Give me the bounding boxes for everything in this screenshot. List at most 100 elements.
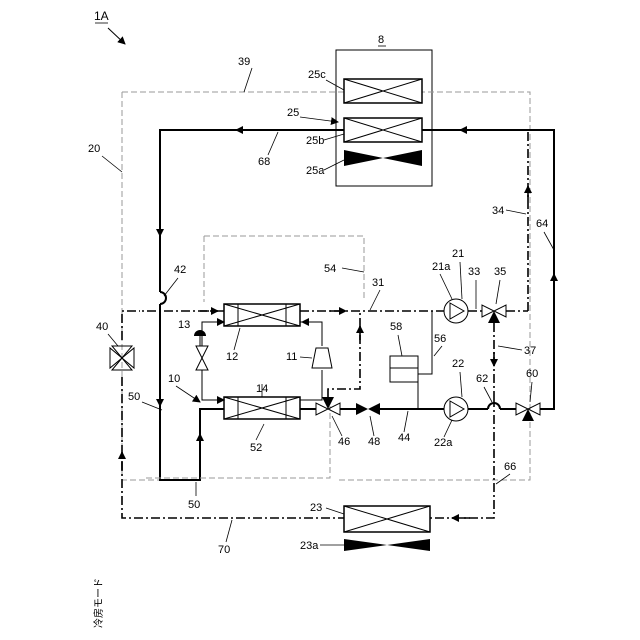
label-44: 44 (398, 432, 410, 444)
pump-21-triangle (450, 303, 464, 319)
label-68: 68 (258, 156, 270, 168)
figure-ref-label: 1A (94, 9, 109, 23)
pipe-crossover-42 (160, 292, 166, 304)
leader-66 (496, 474, 510, 484)
three-way-valve-35 (482, 305, 506, 323)
label-10: 10 (168, 373, 180, 385)
label-13: 13 (178, 319, 190, 331)
label-31: 31 (372, 277, 384, 289)
fan-23a-right (387, 539, 430, 551)
label-60: 60 (526, 368, 538, 380)
expansion-valve-13-top (196, 346, 208, 358)
label-23: 23 (310, 502, 322, 514)
leader-23 (326, 508, 344, 514)
blower-25a-right (383, 150, 422, 166)
expansion-valve-13-bottom (196, 358, 208, 370)
three-way-valve-60 (516, 403, 540, 421)
blower-25a-left (344, 150, 383, 166)
label-25a: 25a (306, 165, 325, 177)
leader-48 (370, 416, 374, 436)
leader-25a (324, 160, 344, 170)
label-22a: 22a (434, 437, 453, 449)
pipe-60-out (540, 405, 554, 409)
pipe-10-left-lower (202, 370, 224, 400)
label-42: 42 (174, 264, 186, 276)
leader-22 (460, 372, 462, 397)
label-58: 58 (390, 321, 402, 333)
leader-25 (300, 117, 338, 122)
pipe-46-to-31 (328, 311, 360, 397)
valve-48 (356, 403, 380, 415)
label-11: 11 (286, 351, 297, 363)
hvac-unit-boundary (122, 92, 530, 480)
leader-25b (324, 134, 344, 140)
leader-11 (300, 357, 312, 358)
label-66: 66 (504, 461, 516, 473)
pipe-66 (430, 398, 494, 518)
label-56: 56 (434, 333, 446, 345)
leader-58 (398, 335, 402, 356)
label-64: 64 (536, 218, 548, 230)
leader-68 (268, 132, 278, 155)
boundary-54 (204, 236, 364, 300)
leader-42 (164, 278, 178, 296)
label-21: 21 (452, 248, 464, 260)
label-37: 37 (524, 345, 536, 357)
leader-20 (102, 156, 122, 172)
label-34: 34 (492, 205, 504, 217)
pipe-10-right-lower (300, 370, 322, 400)
label-33: 33 (468, 266, 480, 278)
label-46: 46 (338, 436, 350, 448)
valve-13-actuator (194, 330, 206, 336)
label-21a: 21a (432, 261, 451, 273)
label-62: 62 (476, 373, 488, 385)
pipe-56 (418, 311, 432, 374)
label-35: 35 (494, 266, 506, 278)
label-70: 70 (218, 544, 230, 556)
fan-23a-left (344, 539, 387, 551)
leader-56 (434, 346, 442, 356)
leader-22a (444, 420, 452, 437)
label-39: 39 (238, 56, 250, 68)
reserve-tank-58 (390, 356, 418, 382)
leader-52 (256, 424, 264, 440)
leader-62 (484, 387, 492, 402)
leader-34 (506, 210, 526, 214)
leader-37 (498, 346, 522, 350)
leader-70 (226, 520, 232, 542)
leader-21a (440, 274, 452, 299)
label-48: 48 (368, 436, 380, 448)
leader-31 (370, 290, 380, 310)
label-25b: 25b (306, 135, 324, 147)
label-52: 52 (250, 442, 262, 454)
pump-22-triangle (450, 401, 464, 417)
leader-44 (404, 411, 408, 432)
figure-ref-arrow (108, 28, 125, 44)
leader-21 (460, 262, 462, 299)
label-25c: 25c (308, 69, 326, 81)
indoor-unit-label: 8 (378, 34, 384, 46)
mode-text: 冷房モード (92, 578, 105, 628)
leader-40 (108, 334, 118, 346)
label-23a: 23a (300, 540, 319, 552)
leader-25c (326, 80, 344, 90)
leader-54 (342, 268, 364, 272)
leader-12 (234, 328, 240, 350)
hvac-unit-boundary-left (122, 92, 160, 480)
compressor-11 (312, 348, 332, 368)
leader-10 (176, 386, 200, 402)
label-50-bottom: 50 (188, 499, 200, 511)
leader-64 (544, 232, 554, 250)
pipe-50-lower (160, 405, 224, 480)
pipe-70-top (122, 311, 140, 340)
label-40: 40 (96, 321, 108, 333)
leader-39 (244, 68, 252, 92)
label-50-left: 50 (128, 391, 140, 403)
pipe-10-right-upper (300, 322, 322, 346)
label-22: 22 (452, 358, 464, 370)
label-20: 20 (88, 143, 100, 155)
label-54: 54 (324, 263, 336, 275)
label-12: 12 (226, 351, 238, 363)
